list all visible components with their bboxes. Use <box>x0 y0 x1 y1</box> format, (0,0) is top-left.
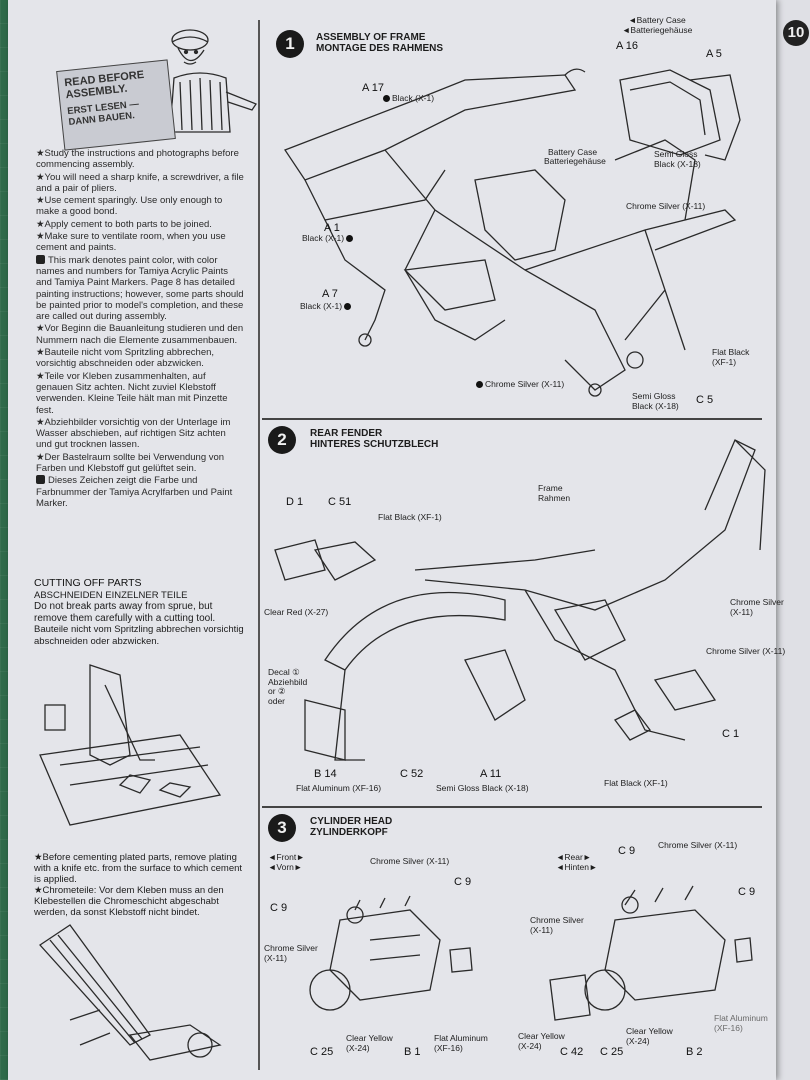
general-instructions: ★Study the instructions and photographs … <box>36 148 244 510</box>
step-3-number: 3 <box>268 814 296 842</box>
paint-mark-icon <box>36 254 45 264</box>
part-b2: B 2 <box>686 1046 703 1058</box>
part-c9-front-left: C 9 <box>270 902 288 914</box>
part-c9-front-right: C 9 <box>454 876 472 888</box>
frame-label-de: Rahmen <box>538 493 571 503</box>
instruction-item: This mark denotes paint color, with colo… <box>36 254 244 323</box>
instruction-item: ★Use cement sparingly. Use only enough t… <box>36 195 223 218</box>
rear-fender-drawing <box>274 439 766 761</box>
part-b14: B 14 <box>314 768 337 780</box>
paint-flat-black: Flat Black(XF-1) <box>712 347 750 367</box>
rear-label: ◄Rear►◄Hinten► <box>556 852 598 872</box>
paint-black-3: Black (X-1) <box>300 301 353 312</box>
part-a11: A 11 <box>480 768 502 780</box>
paint-clear-yellow-front: Clear Yellow(X-24) <box>346 1033 393 1053</box>
instruction-item: ★Vor Beginn die Bauanleitung studieren u… <box>36 323 244 346</box>
read-before-en: READ BEFORE ASSEMBLY. <box>63 68 145 102</box>
part-a1: A 1 <box>324 222 340 234</box>
paint-flat-black-top: Flat Black (XF-1) <box>378 512 442 522</box>
paint-cs-rear-top: Chrome Silver (X-11) <box>658 840 738 850</box>
step-2-number: 2 <box>268 426 296 454</box>
part-c9-rear-right: C 9 <box>738 886 756 898</box>
battery-case-header: ◄Battery Case ◄Batteriegehäuse <box>622 15 693 35</box>
mechanic-cartoon <box>169 29 257 133</box>
plated-parts-note: ★Before cementing plated parts, remove p… <box>34 852 244 918</box>
step-separator <box>262 418 762 420</box>
part-a7: A 7 <box>322 288 338 300</box>
cutting-section: CUTTING OFF PARTS ABSCHNEIDEN EINZELNER … <box>34 577 244 647</box>
rear-cylinder-head-drawing <box>549 885 753 1021</box>
paint-chrome-silver-r1: Chrome Silver(X-11) <box>730 597 784 617</box>
paint-cs-front-left: Chrome Silver(X-11) <box>264 943 318 963</box>
part-c52: C 52 <box>400 768 424 780</box>
part-c42: C 42 <box>560 1046 584 1058</box>
paint-flat-aluminum: Flat Aluminum (XF-16) <box>296 783 382 793</box>
plated-text-de: ★Chrometeile: Vor dem Kleben muss an den… <box>34 885 224 918</box>
instruction-item: ★Abziehbilder vorsichtig von der Unterla… <box>36 416 231 451</box>
instruction-item: ★Der Bastelraum sollte bei Verwendung vo… <box>36 451 225 475</box>
paint-clear-yellow-rear-2: Clear Yellow(X-24) <box>626 1026 673 1046</box>
battery-case-label-de: Batteriegehäuse <box>544 156 606 166</box>
battery-case-label: Battery Case <box>548 147 598 157</box>
instruction-sheet <box>8 0 776 1080</box>
paint-clear-yellow-rear-1: Clear Yellow(X-24) <box>518 1031 565 1051</box>
cutting-title: CUTTING OFF PARTS <box>34 577 142 589</box>
paint-flat-black-bottom: Flat Black (XF-1) <box>604 778 668 788</box>
instruction-item: ★Make sure to ventilate room, when you u… <box>36 231 226 254</box>
plated-knife-illustration <box>39 924 222 1061</box>
cutting-illustration <box>39 664 222 826</box>
paint-chrome-silver-top: Chrome Silver (X-11) <box>626 201 706 211</box>
part-a17: A 17 <box>362 82 385 94</box>
cutting-text-de: Bauteile nicht vom Spritzling abbrechen … <box>34 624 244 647</box>
instruction-item: Dieses Zeichen zeigt die Farbe und Farbn… <box>36 475 233 509</box>
page-number: 10 <box>783 20 809 46</box>
part-d1: D 1 <box>286 496 304 508</box>
instruction-item: ★Bauteile nicht vom Spritzling abbrechen… <box>36 347 215 370</box>
part-c9-rear-top: C 9 <box>618 845 636 857</box>
column-divider <box>258 20 260 1070</box>
part-b1: B 1 <box>404 1046 421 1058</box>
paint-cs-rear-left: Chrome Silver(X-11) <box>530 915 584 935</box>
paint-mark-icon <box>36 475 45 485</box>
paint-semi-gloss-black: Semi Gloss Black (X-18) <box>436 783 529 793</box>
frame-assembly-drawing <box>284 68 737 397</box>
part-a16: A 16 <box>616 40 639 52</box>
read-before-de: ERST LESEN — DANN BAUEN. <box>66 98 140 129</box>
instruction-item: ★Study the instructions and photographs … <box>36 148 239 171</box>
instruction-item: ★Apply cement to both parts to be joined… <box>36 218 212 230</box>
paint-chrome-silver-bottom: Chrome Silver (X-11) <box>476 379 564 390</box>
cutting-text-en: Do not break parts away from sprue, but … <box>34 601 216 624</box>
cutting-subtitle: ABSCHNEIDEN EINZELNER TEILE <box>34 589 188 601</box>
read-before-badge: READ BEFORE ASSEMBLY. ERST LESEN — DANN … <box>56 59 176 151</box>
battery-case-drawing <box>619 69 741 161</box>
front-label: ◄Front►◄Vorn► <box>268 852 305 872</box>
part-c51: C 51 <box>328 496 352 508</box>
part-c25-front: C 25 <box>310 1046 334 1058</box>
plated-text-en: ★Before cementing plated parts, remove p… <box>34 852 243 885</box>
paint-clear-red: Clear Red (X-27) <box>264 607 329 617</box>
frame-label: Frame <box>538 483 563 493</box>
paint-flat-alu-front: Flat Aluminum(XF-16) <box>434 1033 488 1053</box>
instruction-item: ★You will need a sharp knife, a screwdri… <box>36 171 244 194</box>
part-c5: C 5 <box>696 394 714 406</box>
front-cylinder-head-drawing <box>309 895 473 1011</box>
paint-flat-alu-rear: Flat Aluminum(XF-16) <box>714 1013 768 1033</box>
paint-black-2: Black (X-1) <box>302 233 355 244</box>
step-separator <box>262 806 762 808</box>
paint-black-1: Black (X-1) <box>383 93 434 104</box>
paint-chrome-silver-r2: Chrome Silver (X-11) <box>706 646 786 656</box>
part-c25-rear: C 25 <box>600 1046 624 1058</box>
paint-cs-front-top: Chrome Silver (X-11) <box>370 856 450 866</box>
instruction-item: ★Teile vor Kleben zusammenhalten, auf ge… <box>36 370 228 416</box>
part-a5: A 5 <box>706 48 722 60</box>
step-1-number: 1 <box>276 30 304 58</box>
part-c1: C 1 <box>722 728 740 740</box>
